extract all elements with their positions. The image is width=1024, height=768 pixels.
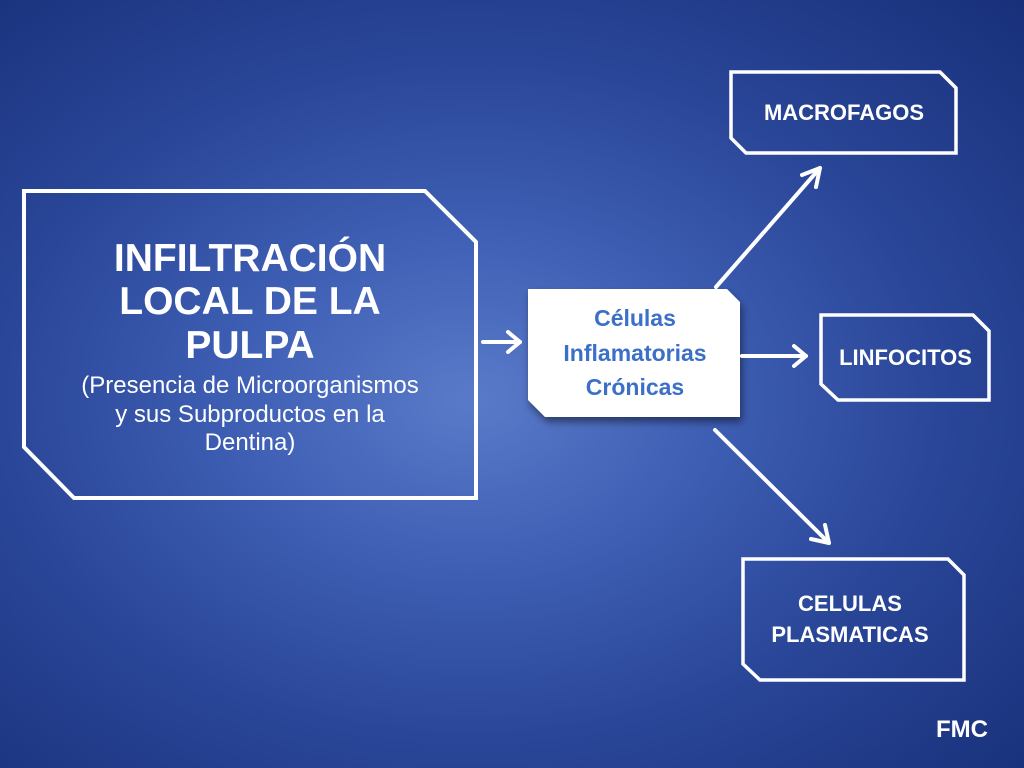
main-box-title: INFILTRACIÓN LOCAL DE LA PULPA <box>114 237 386 368</box>
main-subtitle-line: Dentina) <box>204 429 296 457</box>
celulas-plasmaticas-label: CELULAS <box>798 591 902 617</box>
center-box: Células Inflamatorias Crónicas <box>530 290 740 416</box>
main-subtitle-line: y sus Subproductos en la <box>115 400 385 428</box>
main-title-line: LOCAL DE LA <box>119 280 381 324</box>
linfocitos-box-shape <box>819 313 991 402</box>
main-box-shape <box>22 189 478 500</box>
center-box-line: Crónicas <box>585 374 685 401</box>
main-title-line: INFILTRACIÓN <box>113 236 387 280</box>
arrow-to-center <box>481 330 522 354</box>
arrow-to-macrofagos <box>714 166 822 289</box>
center-box-shape <box>528 289 740 417</box>
main-box: INFILTRACIÓN LOCAL DE LA PULPA (Presenci… <box>34 205 466 490</box>
center-box-line: Células <box>594 305 676 332</box>
arrow-to-linfocitos <box>740 344 808 368</box>
celulas-plasmaticas-box: CELULAS PLASMATICAS <box>745 562 955 678</box>
celulas-plasmaticas-box-shape <box>741 557 966 682</box>
macrofagos-box: MACROFAGOS <box>733 74 955 152</box>
main-box-subtitle: (Presencia de Microorganismos y sus Subp… <box>81 372 418 458</box>
main-subtitle-line: (Presencia de Microorganismos <box>81 371 419 399</box>
macrofagos-label: MACROFAGOS <box>763 99 925 125</box>
macrofagos-box-shape <box>729 70 958 155</box>
main-title-line: PULPA <box>185 324 315 368</box>
linfocitos-label: LINFOCITOS <box>839 344 972 370</box>
linfocitos-box: LINFOCITOS <box>823 317 988 399</box>
arrow-to-celulas-plasmaticas <box>713 428 831 545</box>
center-box-line: Inflamatorias <box>563 339 707 366</box>
celulas-plasmaticas-label: PLASMATICAS <box>771 622 929 647</box>
footer-credit: FMC <box>936 716 988 743</box>
